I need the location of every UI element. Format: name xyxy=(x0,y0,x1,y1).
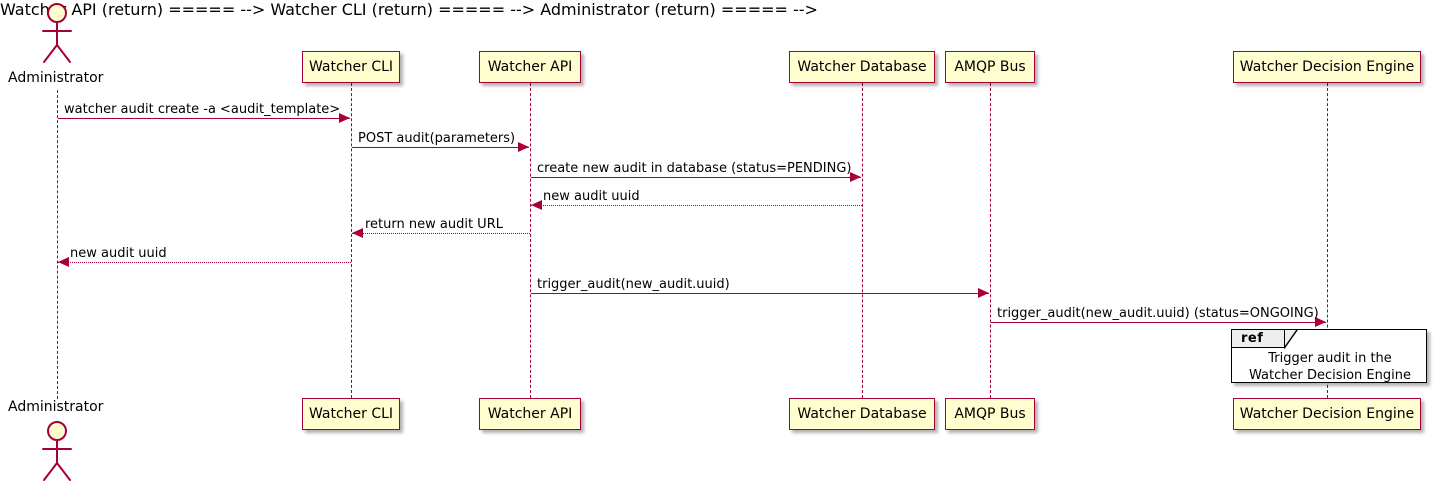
lifeline-watcher-database xyxy=(862,83,863,398)
actor-stick-figure-icon xyxy=(42,421,72,481)
message-label-5: return new audit URL xyxy=(365,217,503,232)
message-arrow-1 xyxy=(58,118,350,119)
participant-watcher-api-top[interactable]: Watcher API xyxy=(479,51,581,83)
actor-stick-figure-icon xyxy=(42,3,72,63)
actor-administrator-top[interactable] xyxy=(33,2,81,66)
message-label-6: new audit uuid xyxy=(70,246,167,261)
participant-label: AMQP Bus xyxy=(954,59,1026,75)
message-arrowhead-3 xyxy=(850,172,861,182)
ref-fragment-body: Trigger audit in the Watcher Decision En… xyxy=(1249,351,1411,383)
actor-administrator-bottom[interactable] xyxy=(33,420,81,484)
participant-label: Watcher Database xyxy=(797,406,927,422)
message-label-1: watcher audit create -a <audit_template> xyxy=(64,102,341,117)
participant-watcher-database-top[interactable]: Watcher Database xyxy=(789,51,935,83)
message-arrow-5 xyxy=(352,233,530,234)
message-label-7: trigger_audit(new_audit.uuid) xyxy=(537,277,730,292)
ref-fragment-tab-label: ref xyxy=(1241,331,1264,346)
participant-amqp-bus-bottom[interactable]: AMQP Bus xyxy=(945,398,1035,430)
message-label-4: new audit uuid xyxy=(543,189,640,204)
message-label-2: POST audit(parameters) xyxy=(358,131,516,146)
message-arrow-3 xyxy=(531,177,861,178)
ref-fragment-fold-edge-icon xyxy=(1283,329,1298,349)
participant-watcher-decision-engine-bottom[interactable]: Watcher Decision Engine xyxy=(1233,398,1421,430)
message-arrowhead-6 xyxy=(58,257,69,267)
message-arrowhead-4 xyxy=(531,200,542,210)
participant-label: Watcher Decision Engine xyxy=(1239,406,1415,422)
message-arrowhead-5 xyxy=(352,228,363,238)
message-arrow-4 xyxy=(531,205,862,206)
participant-watcher-cli-bottom[interactable]: Watcher CLI xyxy=(302,398,400,430)
ref-fragment-tab: ref xyxy=(1232,330,1285,348)
message-arrow-7 xyxy=(531,293,989,294)
message-arrowhead-1 xyxy=(339,113,350,123)
actor-administrator-label-top: Administrator xyxy=(8,70,104,86)
message-arrow-6 xyxy=(58,262,351,263)
message-label-3: create new audit in database (status=PEN… xyxy=(537,161,852,176)
lifeline-administrator xyxy=(57,90,58,399)
message-arrow-8 xyxy=(991,322,1326,323)
actor-administrator-label-bottom: Administrator xyxy=(8,399,104,415)
participant-label: AMQP Bus xyxy=(954,406,1026,422)
participant-label: Watcher Decision Engine xyxy=(1239,59,1415,75)
ref-fold-line-icon xyxy=(1283,329,1298,349)
participant-watcher-decision-engine-top[interactable]: Watcher Decision Engine xyxy=(1233,51,1421,83)
lifeline-watcher-api xyxy=(530,83,531,398)
message-arrowhead-8 xyxy=(1315,317,1326,327)
message-label-8: trigger_audit(new_audit.uuid) (status=ON… xyxy=(997,306,1319,321)
lifeline-watcher-cli xyxy=(351,83,352,398)
participant-amqp-bus-top[interactable]: AMQP Bus xyxy=(945,51,1035,83)
ref-fragment[interactable]: ref Trigger audit in the Watcher Decisio… xyxy=(1231,329,1427,383)
lifeline-amqp-bus xyxy=(990,83,991,398)
participant-label: Watcher Database xyxy=(797,59,927,75)
participant-label: Watcher API xyxy=(487,59,573,75)
participant-label: Watcher CLI xyxy=(308,59,394,75)
lifeline-watcher-decision-engine xyxy=(1327,83,1328,398)
participant-watcher-api-bottom[interactable]: Watcher API xyxy=(479,398,581,430)
participant-watcher-cli-top[interactable]: Watcher CLI xyxy=(302,51,400,83)
participant-label: Watcher CLI xyxy=(308,406,394,422)
participant-watcher-database-bottom[interactable]: Watcher Database xyxy=(789,398,935,430)
message-arrowhead-2 xyxy=(518,142,529,152)
participant-label: Watcher API xyxy=(487,406,573,422)
message-arrowhead-7 xyxy=(978,288,989,298)
message-arrow-2 xyxy=(352,147,529,148)
